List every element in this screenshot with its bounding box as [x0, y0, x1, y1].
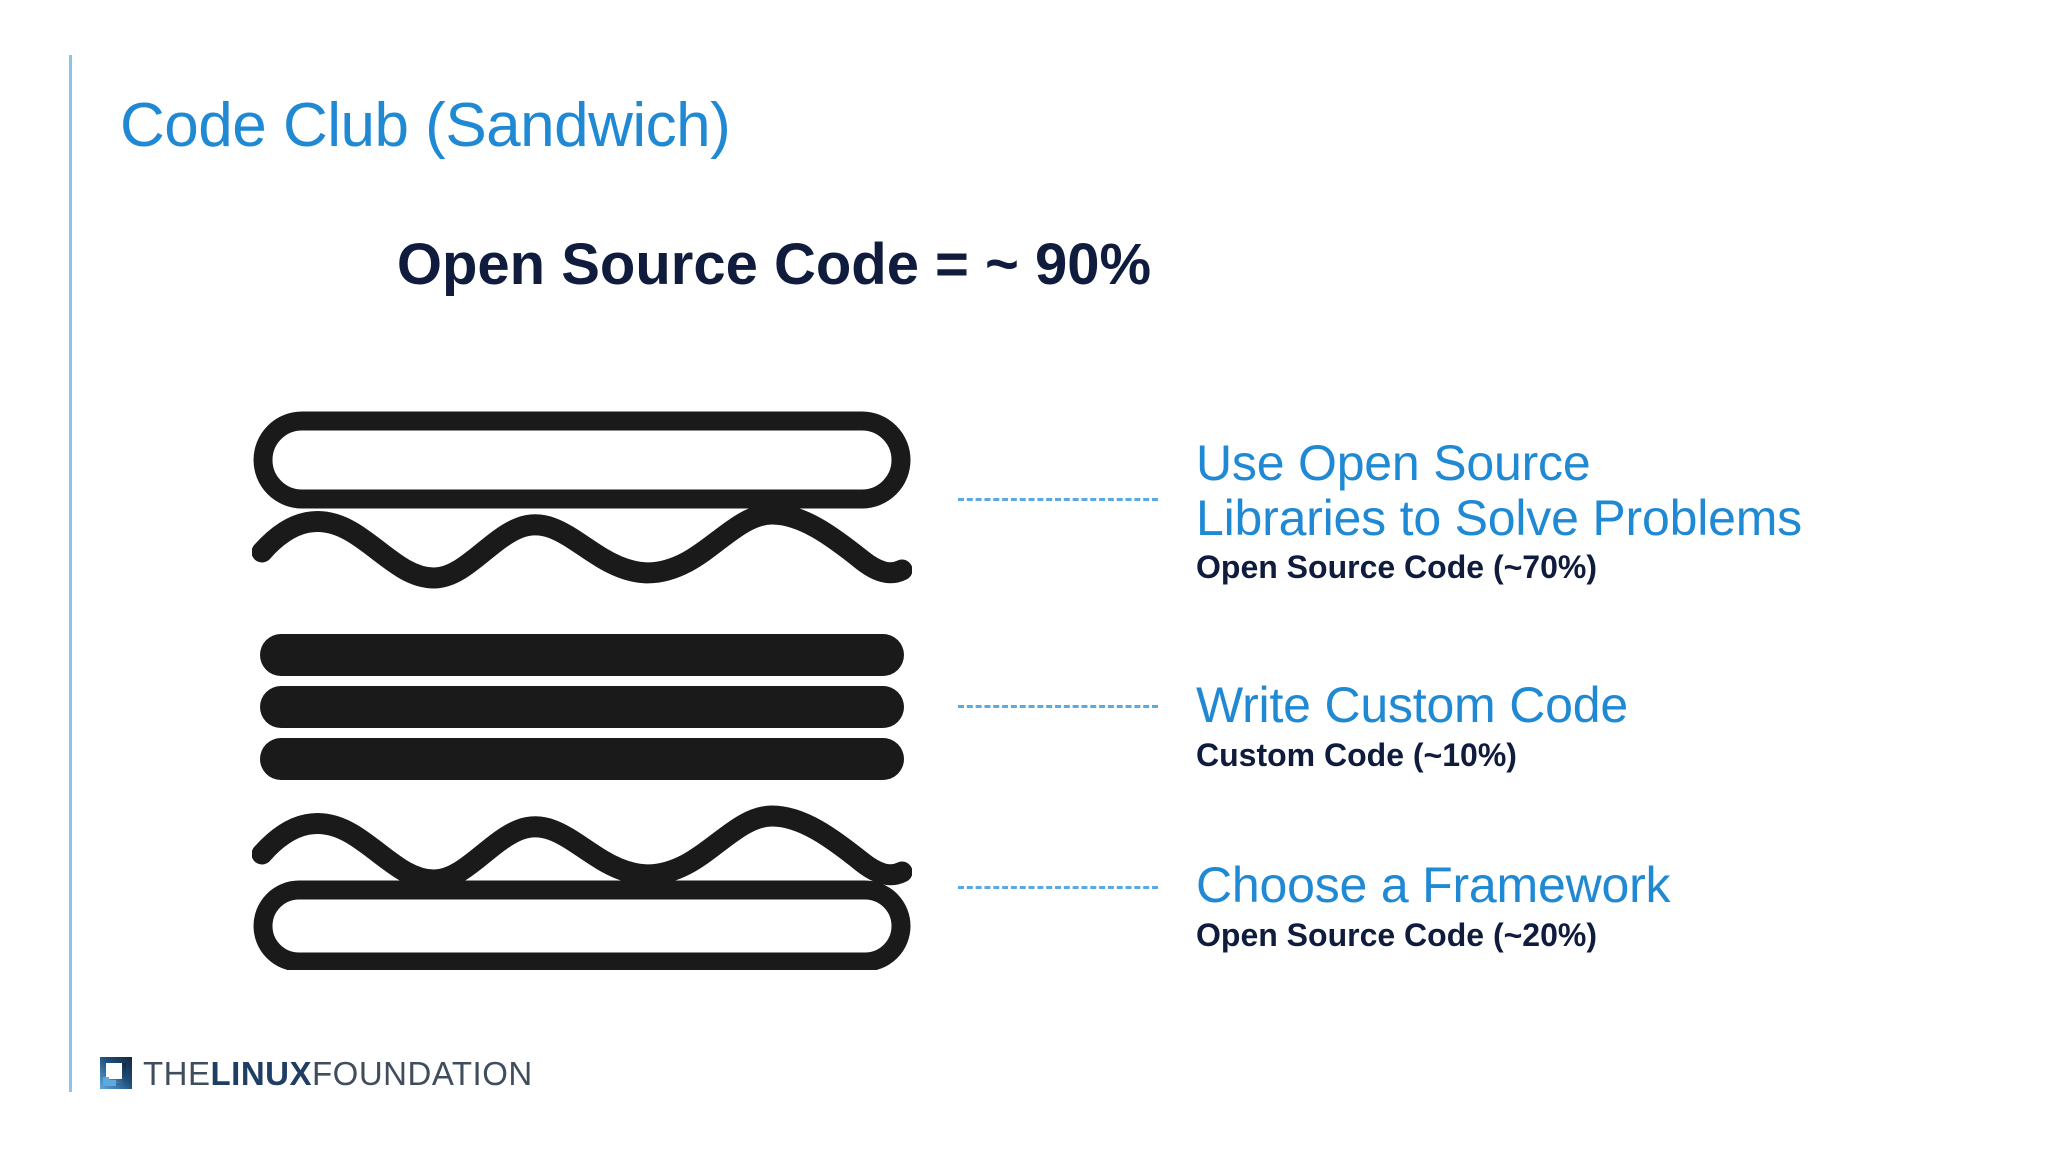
- layer-top-bun: [253, 411, 911, 509]
- linux-foundation-logo: THELINUXFOUNDATION: [100, 1052, 533, 1094]
- linux-foundation-mark-icon: [100, 1057, 132, 1089]
- layer-filling-1: [260, 634, 904, 676]
- linux-foundation-wordmark: THELINUXFOUNDATION: [143, 1057, 533, 1090]
- logo-word-the: THE: [143, 1054, 211, 1092]
- callout-write-custom-code: Write Custom Code Custom Code (~10%): [1196, 678, 1628, 773]
- callout-title: Write Custom Code: [1196, 677, 1628, 733]
- sandwich-diagram: [252, 410, 912, 970]
- left-accent-rule: [69, 55, 72, 1092]
- connector-line-1: [958, 498, 1158, 501]
- layer-bottom-bun: [253, 880, 911, 970]
- callout-subtitle: Open Source Code (~70%): [1196, 549, 1597, 585]
- callout-title: Use Open Source Libraries to Solve Probl…: [1196, 435, 1802, 546]
- layer-lettuce-top: [252, 503, 912, 589]
- callout-title: Choose a Framework: [1196, 857, 1671, 913]
- callout-choose-a-framework: Choose a Framework Open Source Code (~20…: [1196, 857, 1671, 953]
- callout-use-open-source-libraries: Use Open Source Libraries to Solve Probl…: [1196, 436, 1802, 586]
- logo-word-foundation: FOUNDATION: [312, 1054, 533, 1092]
- layer-filling-3: [260, 738, 904, 780]
- connector-line-3: [958, 886, 1158, 889]
- logo-word-linux: LINUX: [210, 1054, 312, 1092]
- headline-open-source-percentage: Open Source Code = ~ 90%: [396, 232, 1152, 297]
- layer-lettuce-bottom: [252, 805, 912, 891]
- connector-line-2: [958, 705, 1158, 708]
- page-title: Code Club (Sandwich): [120, 91, 731, 160]
- layer-filling-2: [260, 686, 904, 728]
- callout-subtitle: Custom Code (~10%): [1196, 736, 1517, 773]
- callout-subtitle: Open Source Code (~20%): [1196, 916, 1597, 953]
